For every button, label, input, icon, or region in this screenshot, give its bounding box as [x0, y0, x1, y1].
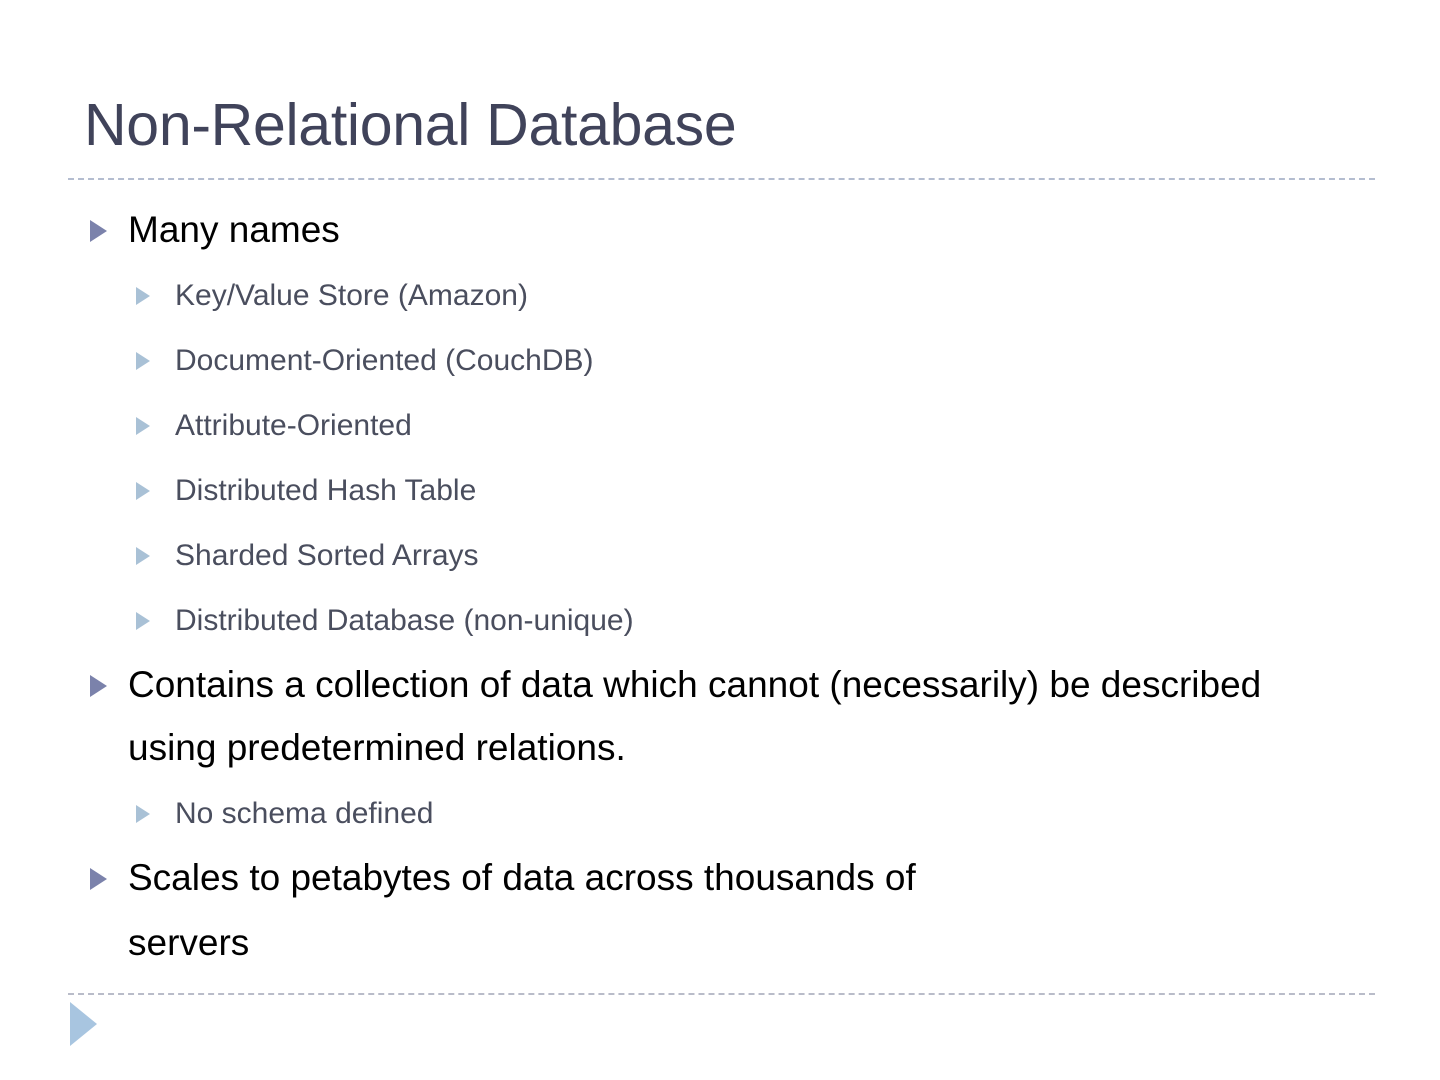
bullet-text: Many names [128, 209, 340, 250]
bullet-text: Scales to petabytes of data across thous… [128, 857, 916, 898]
divider-bottom [68, 993, 1375, 995]
triangle-right-icon [90, 868, 107, 890]
bullet-item: Many names [0, 198, 1440, 261]
page-title: Non-Relational Database [84, 92, 737, 158]
bullet-text: Contains a collection of data which cann… [128, 664, 1262, 768]
triangle-right-large-icon [70, 1002, 97, 1046]
triangle-right-icon [136, 352, 150, 370]
bullet-item: No schema defined [0, 781, 1440, 846]
triangle-right-icon [136, 482, 150, 500]
bullet-text: Sharded Sorted Arrays [175, 539, 479, 572]
bullet-text: Attribute-Oriented [175, 409, 412, 442]
triangle-right-icon [136, 547, 150, 565]
bullet-item: Distributed Hash Table [0, 458, 1440, 523]
bullet-item: Scales to petabytes of data across thous… [0, 846, 1440, 909]
bullet-item: Sharded Sorted Arrays [0, 523, 1440, 588]
triangle-right-icon [136, 417, 150, 435]
bullet-text: Distributed Hash Table [175, 474, 477, 507]
bullet-text: Distributed Database (non-unique) [175, 604, 634, 637]
triangle-right-icon [90, 675, 107, 697]
bullet-text: Key/Value Store (Amazon) [175, 279, 528, 312]
triangle-right-icon [136, 612, 150, 630]
triangle-right-icon [136, 805, 150, 823]
bullet-item: Contains a collection of data which cann… [0, 653, 1440, 779]
bullet-text: servers [128, 922, 250, 963]
bullet-item: Document-Oriented (CouchDB) [0, 328, 1440, 393]
bullet-item: Attribute-Oriented [0, 393, 1440, 458]
triangle-right-icon [90, 220, 107, 242]
triangle-right-icon [136, 287, 150, 305]
title-divider-top [68, 178, 1375, 180]
bullet-item: servers [0, 911, 1440, 974]
bullet-item: Distributed Database (non-unique) [0, 588, 1440, 653]
bullet-text: Document-Oriented (CouchDB) [175, 344, 594, 377]
bullet-item: Key/Value Store (Amazon) [0, 263, 1440, 328]
bullet-text: No schema defined [175, 797, 434, 830]
